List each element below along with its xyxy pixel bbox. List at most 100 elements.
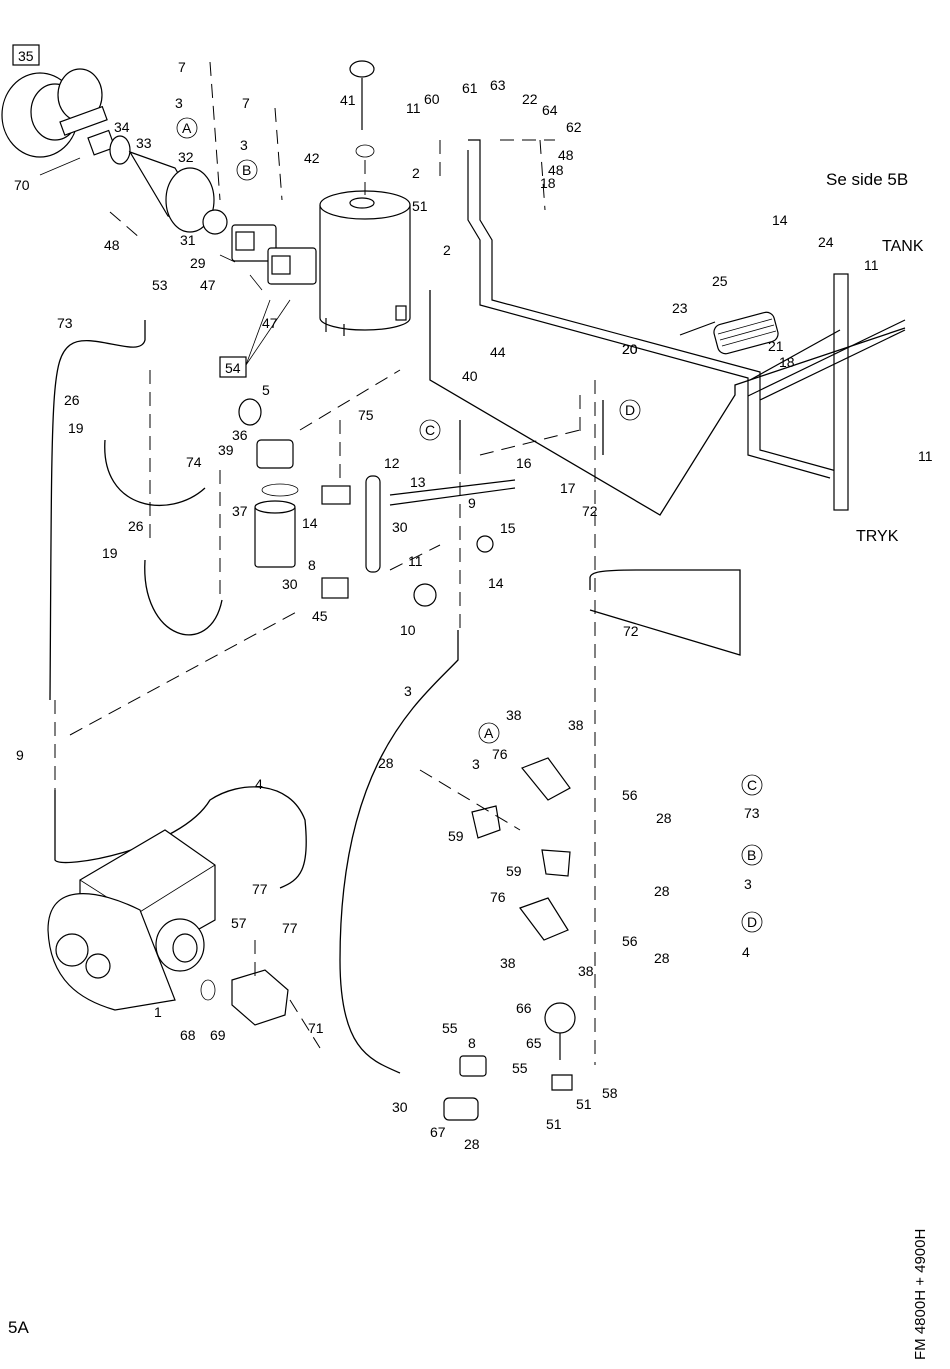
part-number-38: 38 xyxy=(578,963,594,979)
part-number-51: 51 xyxy=(576,1096,592,1112)
part-number-3: 3 xyxy=(240,137,248,153)
part-number-37: 37 xyxy=(232,503,248,519)
part-number-72: 72 xyxy=(623,623,639,639)
circle-label-A: A xyxy=(182,120,192,136)
part-number-28: 28 xyxy=(378,755,394,771)
part-number-28: 28 xyxy=(464,1136,480,1152)
part-number-56: 56 xyxy=(622,933,638,949)
boxed-label-54: 54 xyxy=(219,299,291,378)
circle-label-D: D xyxy=(625,402,635,418)
part-number-11: 11 xyxy=(864,257,879,273)
pto-drive-assembly xyxy=(1,68,228,235)
reference-note: Se side 5B xyxy=(826,170,909,189)
part-number-22: 22 xyxy=(522,91,538,107)
part-number-26: 26 xyxy=(64,392,80,408)
part-number-3: 3 xyxy=(472,756,480,772)
part-number-2: 2 xyxy=(412,165,420,181)
part-number-72: 72 xyxy=(582,503,598,519)
svg-text:54: 54 xyxy=(225,360,241,376)
part-number-55: 55 xyxy=(442,1020,458,1036)
part-number-60: 60 xyxy=(424,91,440,107)
part-number-16: 16 xyxy=(516,455,532,471)
part-number-4: 4 xyxy=(742,944,750,960)
tank-line-label: TANK xyxy=(882,238,924,255)
circle-label-A-2: A xyxy=(484,725,494,741)
control-linkage xyxy=(321,475,516,607)
part-number-76: 76 xyxy=(490,889,506,905)
part-number-39: 39 xyxy=(218,442,234,458)
part-number-9: 9 xyxy=(468,495,476,511)
frame-bracket xyxy=(467,139,906,511)
circle-label-D-2: D xyxy=(747,914,757,930)
part-number-20: 20 xyxy=(622,341,638,357)
part-number-59: 59 xyxy=(506,863,522,879)
part-number-51: 51 xyxy=(546,1116,562,1132)
part-number-14: 14 xyxy=(772,212,788,228)
part-number-31: 31 xyxy=(180,232,196,248)
oil-tank xyxy=(319,60,411,336)
part-number-30: 30 xyxy=(392,1099,408,1115)
part-number-30: 30 xyxy=(392,519,408,535)
part-number-48: 48 xyxy=(104,237,120,253)
part-number-56: 56 xyxy=(622,787,638,803)
part-number-28: 28 xyxy=(654,950,670,966)
part-number-28: 28 xyxy=(654,883,670,899)
part-number-1: 1 xyxy=(154,1004,162,1020)
part-number-19: 19 xyxy=(68,420,84,436)
part-number-33: 33 xyxy=(136,135,152,151)
part-number-77: 77 xyxy=(252,881,268,897)
part-number-38: 38 xyxy=(568,717,584,733)
boxed-label-35: 35 xyxy=(12,44,40,66)
part-number-47: 47 xyxy=(262,315,278,331)
part-number-66: 66 xyxy=(516,1000,532,1016)
part-number-18: 18 xyxy=(540,175,556,191)
part-number-17: 17 xyxy=(560,480,576,496)
part-number-70: 70 xyxy=(14,177,30,193)
part-number-47: 47 xyxy=(200,277,216,293)
part-number-53: 53 xyxy=(152,277,168,293)
filter-assembly xyxy=(238,398,351,568)
part-number-73: 73 xyxy=(744,805,760,821)
part-number-14: 14 xyxy=(302,515,318,531)
part-number-75: 75 xyxy=(358,407,374,423)
part-number-48: 48 xyxy=(558,147,574,163)
part-number-18: 18 xyxy=(779,354,795,370)
spring xyxy=(679,311,779,355)
page-id: 5A xyxy=(8,1318,29,1337)
part-number-13: 13 xyxy=(410,474,426,490)
part-number-14: 14 xyxy=(488,575,504,591)
bottom-fittings xyxy=(443,1002,576,1121)
part-number-19: 19 xyxy=(102,545,118,561)
part-number-38: 38 xyxy=(506,707,522,723)
part-number-42: 42 xyxy=(304,150,320,166)
part-number-40: 40 xyxy=(462,368,478,384)
part-number-3: 3 xyxy=(744,876,752,892)
part-number-5: 5 xyxy=(262,382,270,398)
part-number-36: 36 xyxy=(232,427,248,443)
part-number-7: 7 xyxy=(242,95,250,111)
part-number-25: 25 xyxy=(712,273,728,289)
part-number-29: 29 xyxy=(190,255,206,271)
circle-label-B-2: B xyxy=(747,847,756,863)
part-number-41: 41 xyxy=(340,92,356,108)
part-number-32: 32 xyxy=(178,149,194,165)
svg-text:35: 35 xyxy=(18,48,34,64)
sheet-code: FM 4800H + 4900H xyxy=(912,1228,929,1360)
circle-label-B: B xyxy=(242,162,251,178)
part-number-11: 11 xyxy=(918,448,933,464)
valve-blocks xyxy=(471,757,571,941)
part-number-77: 77 xyxy=(282,920,298,936)
part-number-7: 7 xyxy=(178,59,186,75)
part-number-3: 3 xyxy=(175,95,183,111)
part-number-3: 3 xyxy=(404,683,412,699)
engine-gearbox xyxy=(47,829,289,1026)
part-number-44: 44 xyxy=(490,344,506,360)
part-number-76: 76 xyxy=(492,746,508,762)
part-number-74: 74 xyxy=(186,454,202,470)
part-number-23: 23 xyxy=(672,300,688,316)
part-number-2: 2 xyxy=(443,242,451,258)
part-number-64: 64 xyxy=(542,102,558,118)
leader-lines xyxy=(54,61,596,1065)
part-number-38: 38 xyxy=(500,955,516,971)
